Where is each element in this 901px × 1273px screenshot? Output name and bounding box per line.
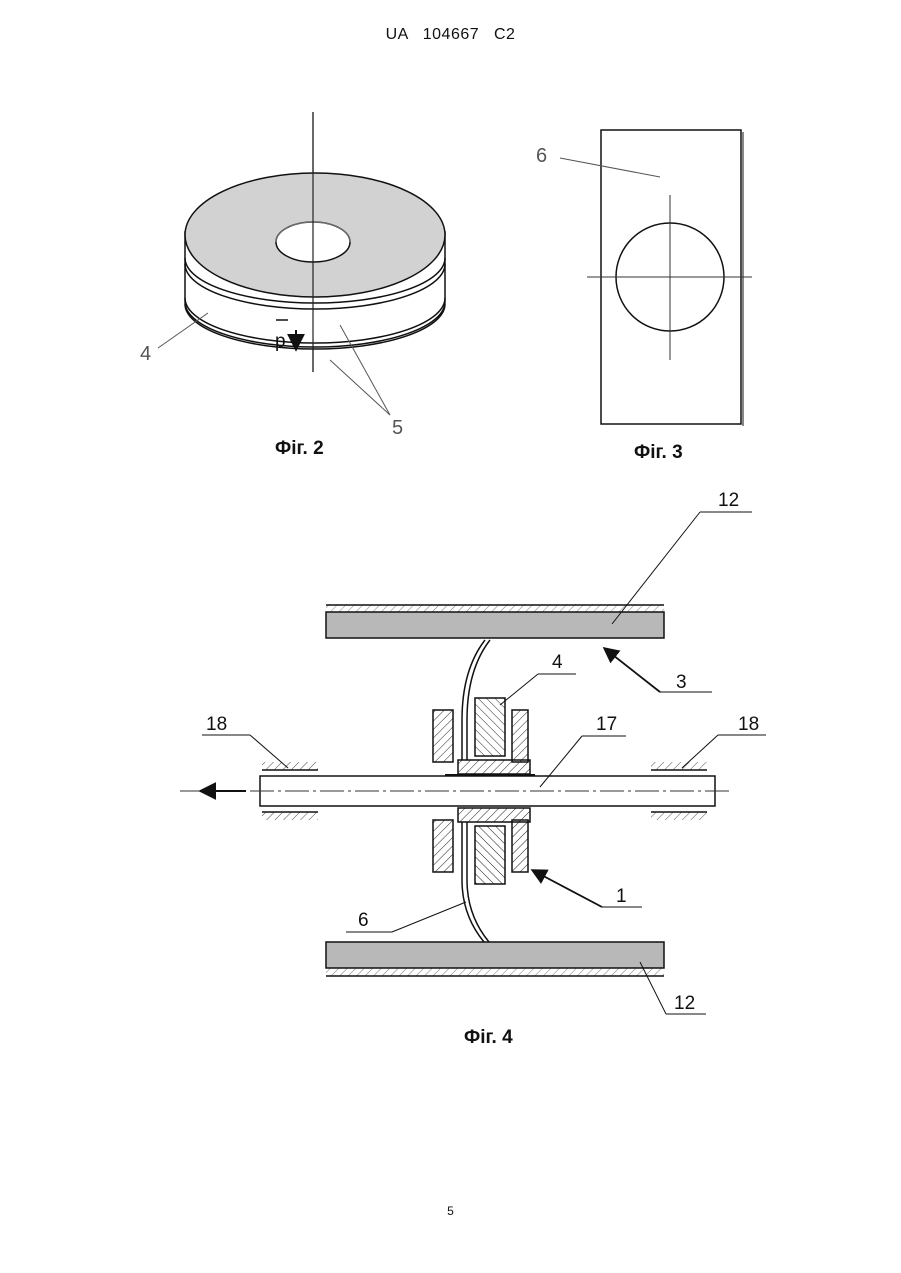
page-number: 5 <box>0 1204 901 1218</box>
fig4-lower-right-clamp <box>512 820 528 872</box>
fig4-label-12-bottom: 12 <box>674 993 695 1014</box>
fig2-label-p: p <box>275 331 286 352</box>
fig4-label-4: 4 <box>552 652 563 673</box>
fig4-upper-bushing <box>458 760 530 774</box>
fig4-lower-left-clamp <box>433 820 453 872</box>
fig4-label-1: 1 <box>616 886 627 907</box>
fig4-lower-element-4 <box>475 826 505 884</box>
fig2-label-4: 4 <box>140 343 151 365</box>
figure-2-disk: p 4 5 <box>140 112 445 439</box>
fig4-label-12-top: 12 <box>718 490 739 511</box>
fig4-upper-right-clamp <box>512 710 528 762</box>
fig2-caption: Фіг. 2 <box>275 438 324 460</box>
fig4-label-17: 17 <box>596 714 617 735</box>
fig4-upper-left-clamp <box>433 710 453 762</box>
fig3-label-6: 6 <box>536 145 547 167</box>
fig4-label-18-left: 18 <box>206 714 227 735</box>
figure-3-plate: 6 <box>536 130 752 426</box>
fig2-label-5: 5 <box>392 417 403 439</box>
fig4-bottom-wall <box>326 942 664 968</box>
fig4-label-3: 3 <box>676 672 687 693</box>
fig4-label-18-right: 18 <box>738 714 759 735</box>
fig3-caption: Фіг. 3 <box>634 442 683 464</box>
figure-4-assembly: 12 3 4 17 18 18 1 6 12 <box>180 490 766 1014</box>
fig4-label-6: 6 <box>358 910 369 931</box>
fig4-lower-bushing <box>458 808 530 822</box>
fig4-upper-element-4 <box>475 698 505 756</box>
fig4-top-wall <box>326 612 664 638</box>
fig4-caption: Фіг. 4 <box>464 1027 513 1049</box>
